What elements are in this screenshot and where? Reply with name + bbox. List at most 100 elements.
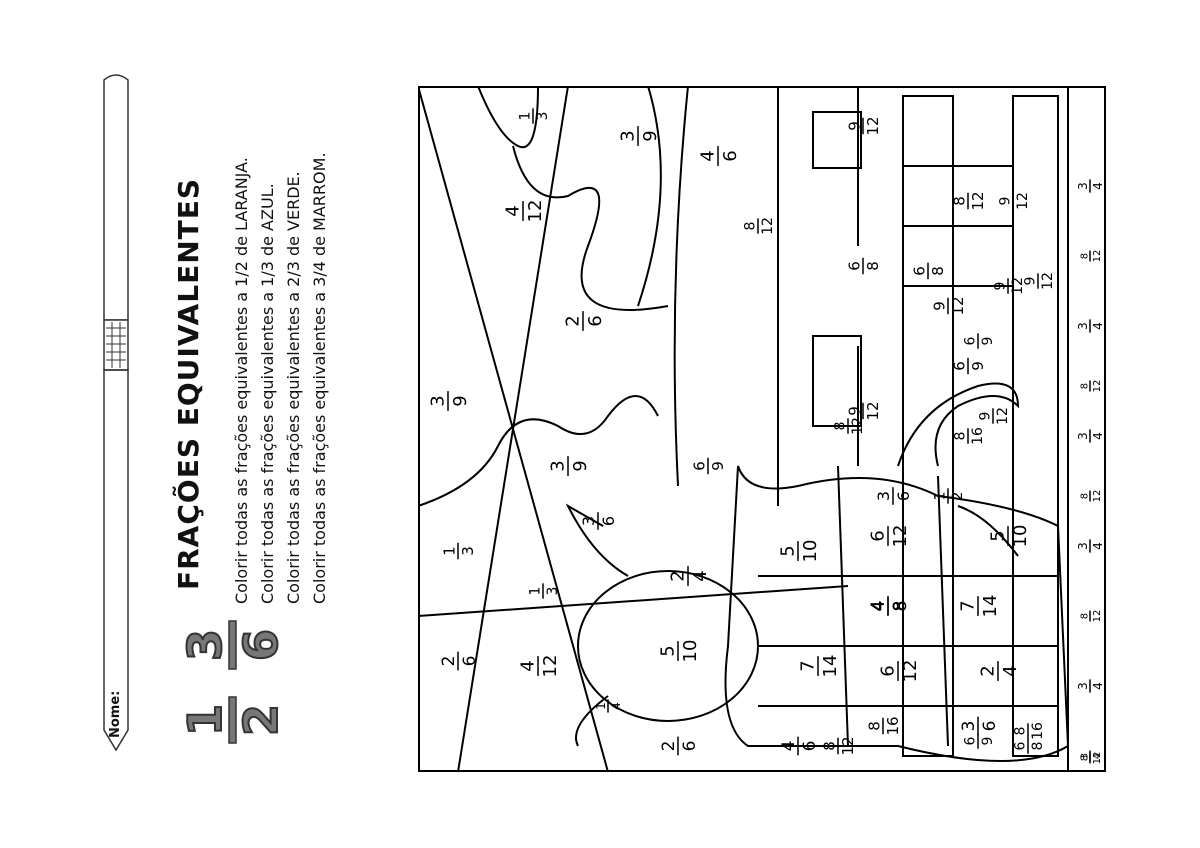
logo-fraction-numerator: 1 — [180, 704, 232, 736]
fraction-numerator: 3 — [959, 721, 979, 732]
fraction-denominator: 16 — [970, 427, 986, 445]
fraction-numerator: 6 — [950, 361, 968, 371]
fraction-denominator: 12 — [760, 217, 776, 235]
fraction-denominator: 6 — [599, 516, 618, 526]
fraction-numerator: 1 — [933, 492, 949, 501]
fraction-numerator: 3 — [548, 460, 569, 471]
fraction-numerator: 3 — [1076, 322, 1090, 330]
fraction-denominator: 12 — [900, 660, 921, 683]
fraction-denominator: 4 — [1091, 322, 1105, 330]
fraction-numerator: 2 — [439, 656, 459, 667]
fraction-denominator: 8 — [889, 601, 908, 611]
fraction-denominator: 4 — [1091, 182, 1105, 190]
fraction-numerator: 6 — [868, 530, 889, 541]
fraction-denominator: 4 — [1000, 665, 1021, 676]
fraction-numerator: 6 — [1013, 741, 1029, 750]
fraction-numerator: 9 — [978, 412, 994, 421]
fraction-denominator: 12 — [540, 655, 561, 678]
fraction-numerator: 3 — [1080, 753, 1091, 759]
fraction-denominator: 6 — [894, 491, 913, 501]
fraction-numerator: 6 — [963, 336, 979, 345]
fraction-denominator: 4 — [690, 570, 711, 581]
fraction-denominator: 8 — [1030, 742, 1046, 751]
fraction-denominator: 6 — [800, 741, 820, 752]
fraction-denominator: 12 — [864, 401, 882, 420]
fraction-denominator: 12 — [890, 525, 911, 548]
fraction-denominator: 4 — [1092, 753, 1103, 759]
fraction-numerator: 2 — [659, 741, 679, 752]
fraction-denominator: 12 — [949, 296, 967, 315]
fraction-numerator: 2 — [978, 665, 999, 676]
fraction-denominator: 10 — [1010, 525, 1031, 548]
fraction-numerator: 3 — [874, 491, 893, 501]
fraction-numerator: 3 — [579, 516, 598, 526]
fraction-denominator: 10 — [680, 640, 701, 663]
fraction-denominator: 12 — [864, 116, 882, 135]
fraction-denominator: 3 — [535, 112, 551, 121]
fraction-numerator: 5 — [658, 645, 679, 656]
fraction-denominator: 12 — [1015, 192, 1031, 210]
fraction-denominator: 4 — [1091, 432, 1105, 440]
fraction-numerator: 6 — [963, 736, 979, 745]
fraction-denominator: 8 — [929, 266, 947, 276]
fraction-denominator: 8 — [864, 261, 882, 271]
logo-fraction-numerator: 3 — [180, 629, 232, 661]
name-label: Nome: — [108, 690, 123, 738]
fraction-numerator: 2 — [563, 315, 584, 326]
fraction-denominator: 12 — [969, 191, 987, 210]
fraction-numerator: 8 — [833, 422, 849, 431]
instruction-4: Colorir todas as frações equivalentes a … — [310, 152, 329, 604]
fraction-numerator: 4 — [518, 660, 539, 671]
fraction-denominator: 12 — [525, 200, 546, 223]
fraction-numerator: 2 — [668, 570, 689, 581]
fraction-numerator: 6 — [878, 665, 899, 676]
fraction-numerator: 8 — [1080, 383, 1091, 389]
fraction-numerator: 7 — [958, 600, 979, 611]
outline-paths — [418, 86, 1070, 772]
fraction-numerator: 4 — [868, 600, 889, 611]
fraction-numerator: 9 — [845, 406, 863, 416]
fraction-numerator: 4 — [869, 601, 888, 611]
fraction-numerator: 3 — [1076, 432, 1090, 440]
fraction-denominator: 12 — [839, 736, 857, 755]
page-title: FRAÇÕES EQUIVALENTES — [172, 177, 205, 590]
fraction-numerator: 9 — [998, 197, 1014, 206]
fraction-numerator: 5 — [778, 545, 799, 556]
fraction-numerator: 3 — [1076, 542, 1090, 550]
fraction-denominator: 9 — [980, 737, 996, 746]
fraction-numerator: 8 — [865, 721, 883, 731]
fraction-denominator: 9 — [640, 130, 661, 141]
fraction-denominator: 4 — [1091, 682, 1105, 690]
fraction-denominator: 12 — [1092, 490, 1103, 503]
fraction-numerator: 3 — [1076, 682, 1090, 690]
fraction-numerator: 9 — [993, 282, 1009, 291]
fraction-denominator: 6 — [680, 741, 700, 752]
